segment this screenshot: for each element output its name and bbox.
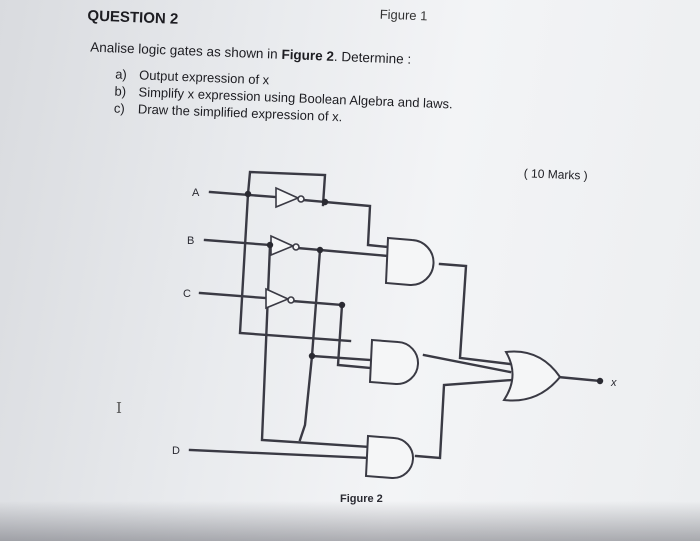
not-gate-a [275, 186, 301, 209]
wire-notb-and1 [318, 248, 390, 258]
wire-a [208, 190, 277, 199]
input-label-d: D [172, 445, 180, 457]
wire-or-out [556, 375, 602, 383]
not-bubble-a [297, 195, 305, 203]
wire-notc-and2 [336, 303, 372, 370]
not-gate-b [270, 234, 296, 257]
wire-nota-and1 [323, 200, 390, 249]
not-gate-c [265, 287, 291, 310]
and-gate-1 [384, 236, 435, 287]
wire-b-and3 [260, 243, 372, 449]
wire-and1-or [438, 262, 512, 366]
input-label-c: C [183, 288, 191, 300]
wire-not-a-out [301, 198, 327, 204]
not-bubble-c [287, 296, 295, 304]
wire-not-b-out [295, 246, 322, 252]
wire-d [188, 448, 372, 460]
wire-and2-or [422, 353, 512, 374]
input-label-b: B [187, 235, 194, 247]
output-label-x: x [610, 377, 617, 389]
or-gate [502, 350, 562, 402]
input-label-a: A [192, 187, 200, 199]
text-cursor-icon: I [116, 399, 122, 417]
and-gate-2 [368, 338, 419, 386]
output-dot [596, 377, 604, 385]
and-gate-3 [364, 434, 415, 480]
wire-a-down [238, 192, 352, 343]
not-bubble-b [292, 243, 300, 251]
photo-shadow [0, 501, 700, 541]
wire-notb-branch [298, 354, 314, 442]
wire-b [203, 238, 272, 247]
figure-2-caption: Figure 2 [340, 493, 383, 505]
wire-and3-or [414, 378, 514, 460]
wire-a-loop [246, 170, 327, 207]
wire-c [198, 291, 267, 300]
